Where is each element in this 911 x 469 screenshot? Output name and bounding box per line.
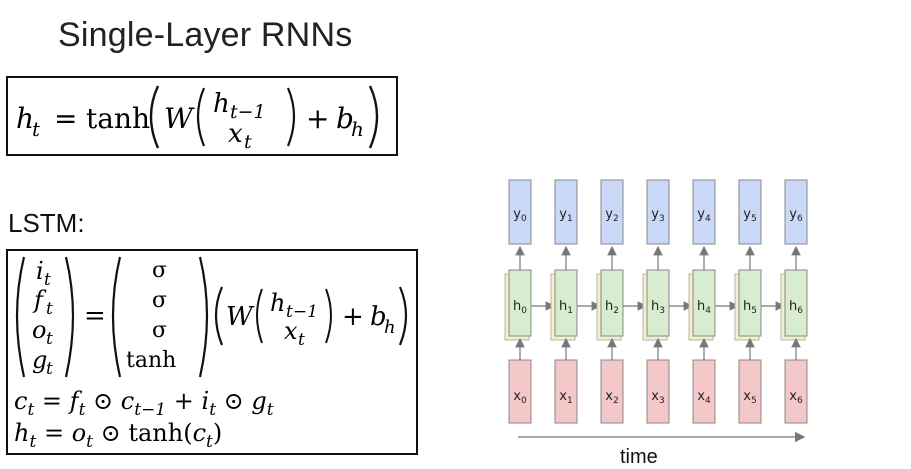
lstm-outer-paren-left	[214, 286, 224, 346]
hidden-node-label: h6	[789, 299, 803, 316]
input-node-label: x5	[743, 389, 756, 406]
lstm-vec-top-sub: t−1	[286, 302, 318, 322]
output-node	[508, 179, 532, 245]
lstm-vec-paren-left	[256, 288, 263, 344]
output-node	[600, 179, 624, 245]
lstm-equation: i t f t o t g t = σ σ σ tanh W h t−1 x t…	[14, 256, 408, 452]
lstm-gate-g: g	[32, 346, 47, 374]
lstm-act-sigma-3: σ	[152, 318, 167, 343]
lstm-act-paren-right	[198, 256, 209, 378]
rnn-plus: +	[306, 102, 329, 135]
rnn-vec-paren-left	[196, 87, 206, 147]
rnn-equation: h t = tanh W h t−1 x t + b h	[16, 85, 379, 153]
slide-title: Single-Layer RNNs	[58, 16, 353, 54]
rnn-tanh: tanh	[86, 102, 150, 135]
lstm-vec-bottom-sub: t	[298, 330, 305, 350]
output-node	[692, 179, 716, 245]
input-node-label: x4	[697, 389, 711, 406]
lstm-gate-o: o	[32, 316, 46, 344]
rnn-vec-bottom-sub: t	[244, 131, 252, 153]
rnn-vec-paren-right	[286, 87, 296, 147]
rnn-weight: W	[164, 102, 195, 135]
output-node-label: y2	[605, 207, 618, 224]
lstm-hidden-line: ht = ot ⊙ tanh(ct)	[14, 419, 222, 452]
rnn-vec-top: h	[213, 89, 230, 119]
lstm-label: LSTM:	[8, 208, 85, 238]
output-node	[554, 179, 578, 245]
lstm-act-sigma-1: σ	[152, 258, 167, 283]
output-node	[646, 179, 670, 245]
lstm-bias-sub: h	[384, 317, 396, 338]
lstm-cell-line: ct = ft ⊙ ct−1 + it ⊙ gt	[14, 387, 274, 420]
hidden-node-label: h0	[513, 299, 527, 316]
hidden-node-label: h2	[605, 299, 619, 316]
lstm-vec-top: h	[270, 289, 285, 317]
output-node-label: y6	[789, 207, 803, 224]
rnn-vec-bottom: x	[228, 119, 243, 149]
output-node-label: y1	[559, 207, 572, 224]
hidden-node-label: h4	[697, 299, 711, 316]
rnn-lhs-sub: t	[32, 117, 41, 141]
lstm-vec-bottom: x	[284, 317, 298, 345]
rnn-outer-paren-right	[368, 85, 379, 149]
lstm-gate-i: i	[36, 257, 44, 285]
output-node-label: y4	[697, 207, 711, 224]
input-node-label: x0	[513, 389, 527, 406]
output-node	[738, 179, 762, 245]
lstm-gate-i-sub: t	[44, 270, 51, 290]
lstm-vec-paren-right	[325, 288, 332, 344]
lstm-equals: =	[84, 301, 106, 331]
rnn-vec-top-sub: t−1	[230, 101, 266, 123]
lstm-plus: +	[342, 302, 364, 332]
output-node	[784, 179, 808, 245]
rnn-equation-box: h t = tanh W h t−1 x t + b h	[6, 76, 398, 156]
hidden-node-label: h5	[743, 299, 757, 316]
lstm-gates-paren-left	[15, 256, 26, 378]
hidden-node-label: h3	[651, 299, 665, 316]
output-node-label: y5	[743, 207, 756, 224]
lstm-weight: W	[226, 302, 255, 332]
lstm-gate-f-sub: t	[46, 299, 53, 319]
lstm-bias: b	[370, 302, 387, 332]
lstm-equation-box: i t f t o t g t = σ σ σ tanh W h t−1 x t…	[6, 249, 418, 455]
input-node-label: x1	[559, 389, 572, 406]
lstm-act-tanh: tanh	[126, 348, 176, 373]
input-node-label: x3	[651, 389, 664, 406]
output-node-label: y3	[651, 207, 664, 224]
lstm-gate-g-sub: t	[46, 359, 53, 379]
lstm-act-sigma-2: σ	[152, 288, 167, 313]
lstm-gate-o-sub: t	[46, 329, 53, 349]
lstm-gates-paren-right	[64, 256, 75, 378]
rnn-lhs: h	[16, 102, 34, 135]
input-node-label: x6	[789, 389, 803, 406]
time-axis-label: time	[620, 446, 658, 468]
rnn-outer-paren-left	[149, 85, 160, 149]
lstm-act-paren-left	[111, 256, 122, 378]
input-node-label: x2	[605, 389, 618, 406]
hidden-node-label: h1	[559, 299, 573, 316]
rnn-bias: b	[336, 102, 354, 135]
output-node-label: y0	[513, 207, 527, 224]
lstm-outer-paren-right	[398, 286, 408, 346]
rnn-equals: =	[54, 102, 77, 135]
lstm-gate-f: f	[32, 286, 47, 314]
rnn-bias-sub: h	[351, 117, 364, 141]
rnn-unrolled-diagram: y0 h0 x0 y1 h1 x1 y2 h2 x2 y3 h3 x3 y4 h4 x4 y5 h5 x5 y6 h6…	[504, 179, 808, 443]
